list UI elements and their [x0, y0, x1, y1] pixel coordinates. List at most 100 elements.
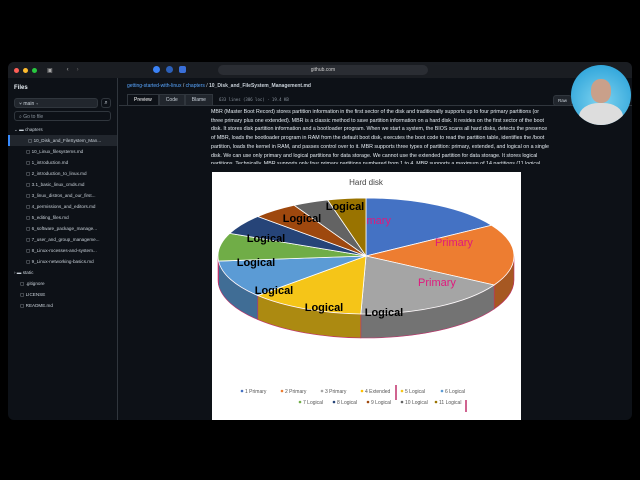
legend-marker: [280, 389, 284, 393]
legend-marker: [360, 389, 364, 393]
pie-slice: [360, 255, 496, 315]
legend-entry: 9 Logical: [371, 400, 391, 406]
tree-file[interactable]: ▢ 8_Linux-rocesses-and-system...: [8, 245, 117, 256]
legend-marker: [332, 400, 336, 404]
tree-file[interactable]: ▢ 3.1_basic_linux_cmds.md: [8, 179, 117, 190]
branch-select[interactable]: ⑂ main ▾: [14, 98, 98, 108]
legend-marker: [240, 389, 244, 393]
legend-entry: 6 Logical: [445, 389, 465, 395]
tree-item-label: 5_editing_files.md: [31, 215, 69, 220]
search-icon[interactable]: ⌕: [101, 98, 111, 108]
tree-item-label: static: [22, 270, 34, 275]
sidebar-toggle-icon[interactable]: ▣: [47, 67, 53, 74]
tree-folder[interactable]: › ▬ static: [8, 267, 117, 278]
tree-file[interactable]: ▢ .gitignore: [8, 278, 117, 289]
legend-marker: [366, 400, 370, 404]
legend-marker: [320, 389, 324, 393]
pie-slice: [365, 197, 493, 257]
tree-item-label: 3.1_basic_linux_cmds.md: [31, 182, 85, 187]
pie-slice-label: Logical: [305, 302, 344, 314]
pie-slice-label: Logical: [365, 307, 404, 319]
breadcrumb: getting-started-with-linux / chapters / …: [127, 83, 311, 89]
tree-file[interactable]: ▢ 4_permissions_and_editors.md: [8, 201, 117, 212]
breadcrumb-folder[interactable]: chapters: [185, 83, 205, 89]
close-button[interactable]: [14, 67, 19, 73]
pie-slice-label: Logical: [283, 213, 322, 225]
tab-blame[interactable]: Blame: [184, 93, 213, 106]
legend-marker: [400, 400, 404, 404]
back-icon[interactable]: ‹: [66, 67, 69, 73]
extension-icon[interactable]: [179, 66, 186, 73]
tree-item-label: 3_linux_distros_and_our_first...: [31, 193, 96, 198]
tab-code[interactable]: Code: [158, 93, 185, 106]
raw-button[interactable]: Raw: [552, 95, 572, 106]
forward-icon[interactable]: ›: [76, 67, 79, 73]
minimize-button[interactable]: [23, 67, 28, 73]
maximize-button[interactable]: [32, 67, 37, 73]
legend-entry: 5 Logical: [405, 389, 425, 395]
tree-file[interactable]: ▢ 5_editing_files.md: [8, 212, 117, 223]
tree-item-label: 8_Linux-rocesses-and-system...: [31, 248, 97, 253]
tree-item-label: .gitignore: [25, 281, 45, 286]
tree-item-label: 10_Disk_and_FileSystem_Man...: [33, 138, 102, 143]
pie-slice: [365, 224, 515, 286]
tree-file[interactable]: ▢ 10_Disk_and_FileSystem_Man...: [8, 135, 117, 146]
tree-file[interactable]: ▢ 9_Linux-networking-basics.md: [8, 256, 117, 267]
tree-file[interactable]: ▢ LICENSE: [8, 289, 117, 300]
legend-marker: [298, 400, 302, 404]
tree-item-label: LICENSE: [25, 292, 46, 297]
legend-marker: [400, 389, 404, 393]
file-toolbar: Preview Code Blame 633 lines (386 loc) ·…: [119, 93, 632, 106]
file-sidebar: Files ⑂ main ▾⌕ ⌕ Go to file ⌄ ▬ chapter…: [8, 78, 118, 420]
address-bar[interactable]: github.com: [218, 65, 428, 75]
branch-name: main: [23, 101, 35, 107]
pie-slice-label: Logical: [237, 257, 276, 269]
breadcrumb-repo[interactable]: getting-started-with-linux: [127, 83, 182, 89]
tree-file[interactable]: ▢ 6_software_package_manage...: [8, 223, 117, 234]
tree-item-label: 1_introduction.md: [31, 160, 69, 165]
tree-item-label: 9_Linux-networking-basics.md: [31, 259, 94, 264]
breadcrumb-file: 10_Disk_and_FileSystem_Management.md: [209, 83, 311, 89]
webcam-overlay: [571, 65, 631, 125]
pie-slice: [218, 255, 367, 296]
legend-entry: 3 Primary: [325, 389, 347, 395]
extension-icon[interactable]: [153, 66, 160, 73]
tree-folder[interactable]: ⌄ ▬ chapters: [8, 124, 117, 135]
tree-file[interactable]: ▢ 10_Linux_filesystems.md: [8, 146, 117, 157]
pie-slice-label: Primary: [435, 237, 473, 249]
legend-entry: 4 Extended: [365, 389, 391, 395]
folder-icon: ⌄ ▬: [14, 127, 25, 132]
mbr-paragraph: MBR (Master Boot Record) stores partitio…: [211, 109, 549, 164]
tree-file[interactable]: ▢ README.md: [8, 300, 117, 311]
file-tree: ⌄ ▬ chapters▢ 10_Disk_and_FileSystem_Man…: [8, 124, 117, 311]
legend-marker: [434, 400, 438, 404]
file-meta: 633 lines (386 loc) · 19.4 KB: [218, 97, 289, 102]
tree-file[interactable]: ▢ 3_linux_distros_and_our_first...: [8, 190, 117, 201]
legend-entry: 2 Primary: [285, 389, 307, 395]
partition-pie-chart: Hard disk PrimaryPrimaryPrimaryLogicalLo…: [217, 178, 515, 412]
browser-window: ▣ ‹ › github.com Files ⑂ main ▾⌕ ⌕ Go to…: [8, 62, 632, 420]
tree-file[interactable]: ▢ 2_introduction_to_linux.md: [8, 168, 117, 179]
main-content: getting-started-with-linux / chapters / …: [119, 78, 632, 420]
pie-slice-label: Primary: [418, 277, 456, 289]
pie-slice: [326, 197, 367, 258]
legend-entry: 8 Logical: [337, 400, 357, 406]
tree-item-label: README.md: [25, 303, 53, 308]
figure-title: Hard disk: [349, 178, 384, 187]
legend-entry: 1 Primary: [245, 389, 267, 395]
pie-slice: [256, 255, 367, 315]
extension-icon[interactable]: [166, 66, 173, 73]
legend-marker: [440, 389, 444, 393]
sidebar-title: Files: [14, 85, 28, 91]
tab-preview[interactable]: Preview: [127, 93, 159, 106]
go-to-file-input[interactable]: ⌕ Go to file: [14, 111, 111, 121]
legend-entry: 7 Logical: [303, 400, 323, 406]
tree-file[interactable]: ▢ 1_introduction.md: [8, 157, 117, 168]
legend-entry: 11 Logical: [439, 400, 461, 406]
tree-file[interactable]: ▢ 7_user_and_group_manageme...: [8, 234, 117, 245]
go-to-file-placeholder: Go to file: [23, 114, 44, 120]
legend-entry: 10 Logical: [405, 400, 428, 406]
pie-slice-label: Logical: [255, 285, 294, 297]
folder-icon: › ▬: [14, 270, 23, 275]
